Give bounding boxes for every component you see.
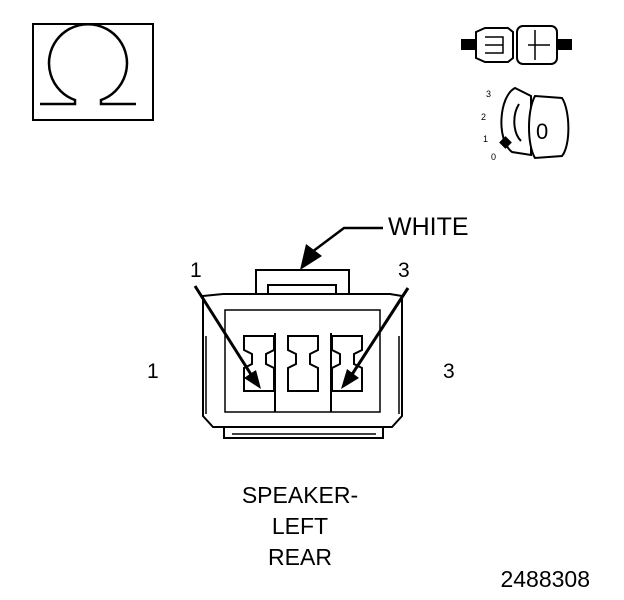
ohm-symbol-icon (32, 22, 154, 121)
wire-color-label: WHITE (388, 213, 469, 241)
ignition-key-icon: 3 2 1 0 0 (481, 86, 570, 162)
pin-1-arrow (193, 285, 261, 389)
caption-line-3: REAR (268, 544, 332, 570)
wire-color-pointer (300, 226, 383, 270)
caption-line-1: SPEAKER- (241, 482, 359, 508)
key-position-1: 1 (483, 134, 488, 144)
pin-3-top-label: 3 (398, 259, 410, 282)
pin-1-side-label: 1 (147, 360, 159, 383)
key-position-2: 2 (481, 112, 486, 122)
caption-line-2: LEFT (271, 513, 329, 539)
pin-3-arrow (341, 287, 410, 389)
key-label: 0 (536, 119, 548, 144)
key-position-3: 3 (486, 89, 491, 99)
pin-3-side-label: 3 (443, 360, 455, 383)
terminal-cavity-2 (287, 335, 319, 392)
connector-caption: SPEAKER- LEFT REAR (200, 480, 400, 573)
pin-1-top-label: 1 (190, 259, 202, 282)
key-position-0: 0 (491, 152, 496, 162)
figure-id: 2488308 (500, 566, 590, 592)
connector-plug-icon (461, 25, 572, 65)
